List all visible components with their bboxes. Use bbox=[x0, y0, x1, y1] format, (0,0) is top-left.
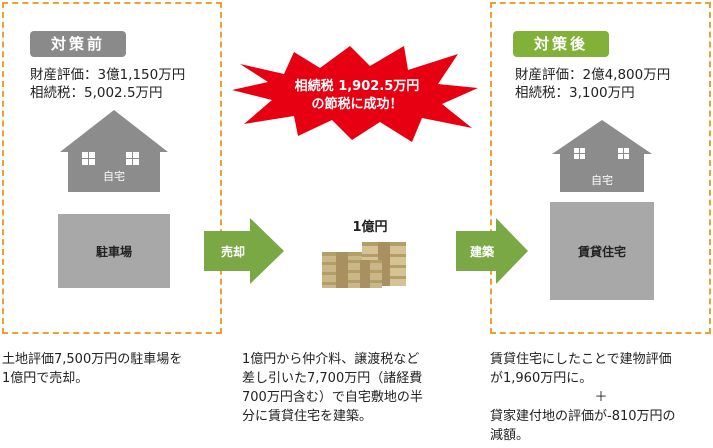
middle-caption-line3: 700万円含む）で自宅敷地の半 bbox=[242, 390, 423, 405]
after-caption-plus: ＋ bbox=[594, 390, 608, 405]
after-valuation: 財産評価：2億4,800万円 bbox=[515, 67, 671, 83]
middle-caption-line4: 分に賃貸住宅を建築。 bbox=[242, 409, 373, 424]
before-caption-line2: 1億円で売却。 bbox=[2, 371, 89, 386]
house-icon-before bbox=[58, 108, 170, 192]
money-label: 1億円 bbox=[352, 220, 388, 235]
middle-caption: 1億円から仲介料、譲渡税など 差し引いた7,700万円（諸経費 700万円含む）… bbox=[242, 350, 472, 426]
after-caption-line2: が1,960万円に。 bbox=[490, 371, 593, 386]
after-caption-line1: 賃貸住宅にしたことで建物評価 bbox=[490, 352, 672, 367]
after-frame bbox=[490, 2, 711, 334]
sell-arrow: 売却 bbox=[204, 218, 284, 284]
rental-housing-label: 賃貸住宅 bbox=[577, 244, 626, 259]
after-caption-line4: 減額。 bbox=[490, 428, 530, 443]
savings-burst: 相続税 1,902.5万円 の節税に成功！ bbox=[232, 38, 482, 148]
burst-line1: 相続税 1,902.5万円 bbox=[294, 79, 420, 94]
build-arrow-label: 建築 bbox=[469, 245, 494, 259]
before-valuation: 財産評価：3億1,150万円 bbox=[30, 67, 186, 83]
before-caption-line1: 土地評価7,500万円の駐車場を bbox=[2, 352, 183, 367]
before-caption: 土地評価7,500万円の駐車場を 1億円で売却。 bbox=[2, 350, 222, 388]
before-badge: 対策前 bbox=[30, 31, 126, 57]
parking-lot: 駐車場 bbox=[58, 214, 170, 288]
after-tax: 相続税：3,100万円 bbox=[515, 85, 635, 101]
after-badge: 対策後 bbox=[513, 31, 609, 57]
after-caption-line3: 貸家建付地の評価が-810万円の bbox=[490, 409, 676, 424]
before-tax: 相続税：5,002.5万円 bbox=[30, 85, 163, 101]
parking-lot-label: 駐車場 bbox=[95, 244, 132, 259]
middle-caption-line2: 差し引いた7,700万円（諸経費 bbox=[242, 371, 423, 386]
middle-caption-line1: 1億円から仲介料、譲渡税など bbox=[242, 352, 420, 367]
before-frame bbox=[2, 2, 222, 334]
rental-housing: 賃貸住宅 bbox=[550, 202, 654, 300]
sell-arrow-label: 売却 bbox=[220, 245, 245, 259]
money-stack-icon bbox=[318, 236, 414, 290]
build-arrow: 建築 bbox=[456, 218, 528, 284]
house-icon-after bbox=[550, 118, 654, 192]
house-label-after: 自宅 bbox=[591, 174, 613, 187]
burst-line2: の節税に成功！ bbox=[311, 97, 403, 112]
house-label-before: 自宅 bbox=[103, 170, 125, 183]
after-caption: 賃貸住宅にしたことで建物評価 が1,960万円に。 ＋ 貸家建付地の評価が-81… bbox=[490, 350, 712, 445]
